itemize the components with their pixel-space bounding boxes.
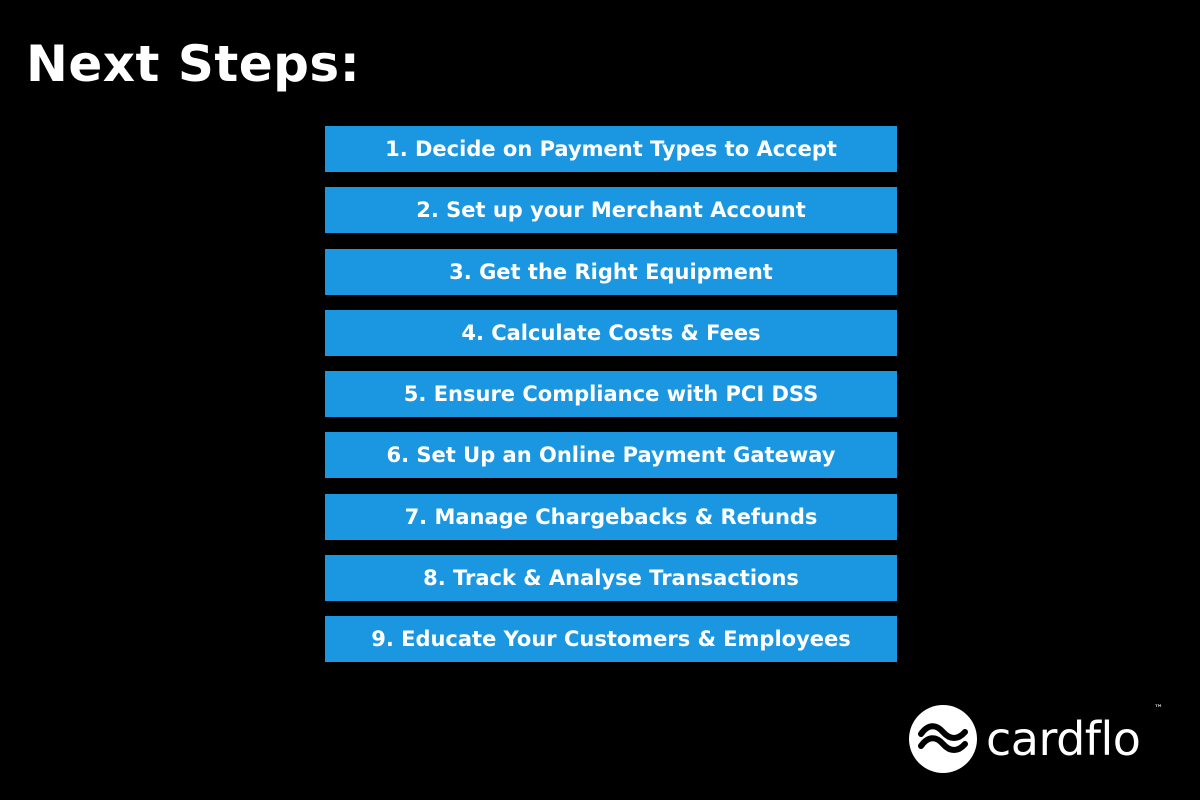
trademark-symbol: ™ (1154, 704, 1163, 714)
page-title: Next Steps: (26, 35, 361, 93)
cardflo-wave-logo-icon (909, 705, 977, 773)
step-item-8: 8. Track & Analyse Transactions (325, 554, 897, 601)
step-item-1: 1. Decide on Payment Types to Accept (325, 126, 897, 172)
step-item-7: 7. Manage Chargebacks & Refunds (325, 493, 897, 540)
step-item-6: 6. Set Up an Online Payment Gateway (325, 432, 897, 479)
cardflo-wordmark: cardflo (986, 712, 1141, 766)
step-item-9: 9. Educate Your Customers & Employees (325, 616, 897, 662)
step-item-5: 5. Ensure Compliance with PCI DSS (325, 371, 897, 417)
steps-list: 1. Decide on Payment Types to Accept 2. … (325, 126, 897, 677)
step-item-3: 3. Get the Right Equipment (325, 248, 897, 295)
step-item-2: 2. Set up your Merchant Account (325, 187, 897, 234)
cardflo-logo: cardflo (908, 700, 1170, 778)
step-item-4: 4. Calculate Costs & Fees (325, 309, 897, 356)
